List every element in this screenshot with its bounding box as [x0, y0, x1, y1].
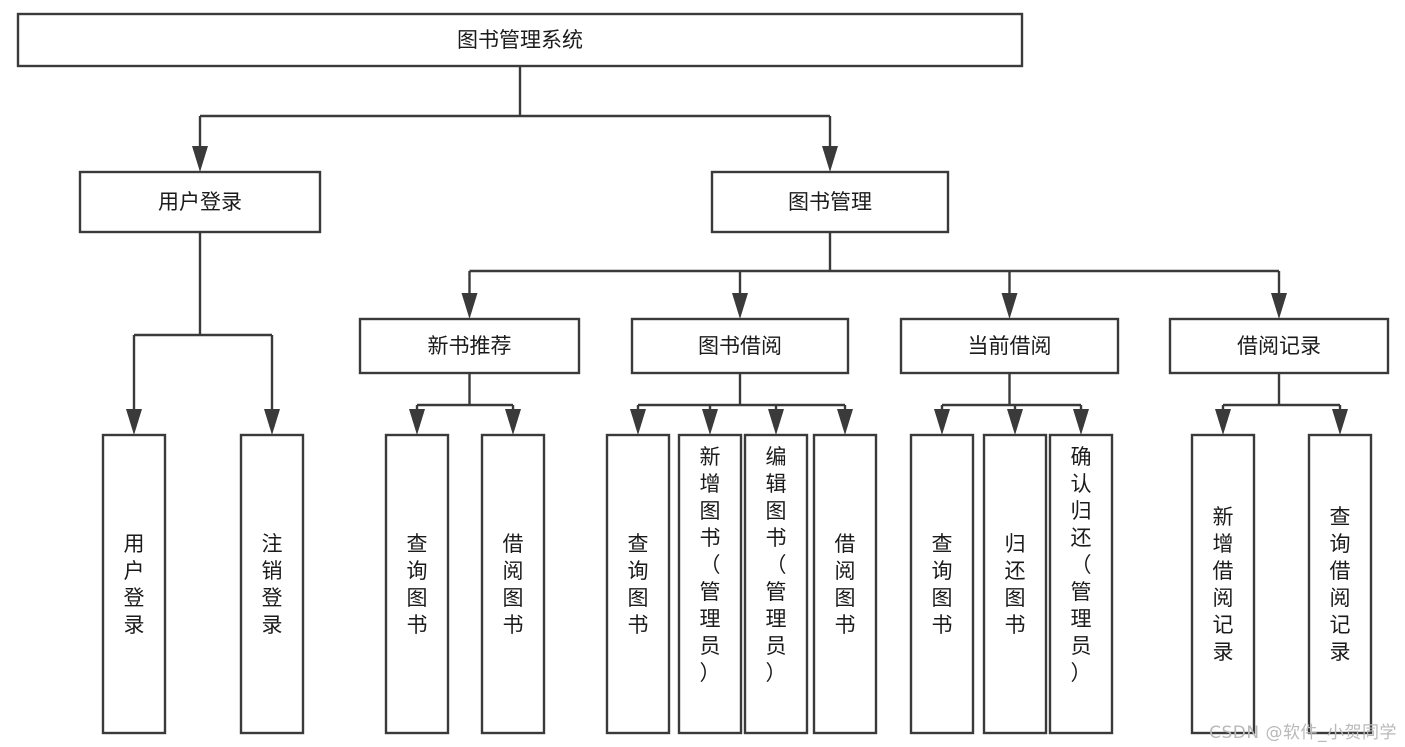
node-label: 图书借阅	[698, 334, 782, 358]
node-leaf-query-book-1[interactable]: 查询图书	[384, 433, 450, 735]
node-layer: 图书管理系统用户登录图书管理新书推荐图书借阅当前借阅借阅记录用户登录注销登录查询…	[16, 12, 1390, 735]
node-box[interactable]	[677, 433, 743, 735]
node-leaf-logout[interactable]: 注销登录	[239, 433, 305, 735]
node-label: 编辑图书（管理员）	[766, 445, 787, 685]
arrow-head-icon	[702, 409, 718, 435]
node-label: 借阅图书	[835, 532, 856, 637]
arrow-head-icon	[461, 293, 478, 319]
arrow-head-icon	[630, 409, 646, 435]
node-label: 归还图书	[1005, 532, 1026, 637]
node-label: 图书管理	[788, 190, 872, 214]
node-label: 用户登录	[158, 190, 242, 214]
node-box[interactable]	[743, 433, 809, 735]
node-label: 注销登录	[262, 532, 283, 637]
node-box[interactable]	[101, 433, 167, 735]
node-leaf-borrow-book-2[interactable]: 借阅图书	[812, 433, 878, 735]
node-label: 新增图书（管理员）	[700, 445, 721, 685]
node-label: 查询图书	[932, 532, 953, 637]
node-label: 确认归还（管理员）	[1071, 445, 1092, 685]
node-leaf-borrow-book-1[interactable]: 借阅图书	[480, 433, 546, 735]
arrow-head-icon	[837, 409, 853, 435]
arrow-head-icon	[822, 146, 838, 172]
node-leaf-query-record[interactable]: 查询借阅记录	[1307, 433, 1373, 735]
node-box[interactable]	[812, 433, 878, 735]
node-box[interactable]	[16, 12, 1024, 68]
node-label: 新增借阅记录	[1213, 505, 1234, 664]
node-label: 新书推荐	[428, 334, 512, 358]
arrow-head-icon	[1007, 409, 1023, 435]
node-leaf-add-record[interactable]: 新增借阅记录	[1190, 433, 1256, 735]
node-current-borrow[interactable]: 当前借阅	[899, 317, 1120, 375]
arrow-head-icon	[1215, 409, 1231, 435]
node-box[interactable]	[899, 317, 1120, 375]
node-box[interactable]	[384, 433, 450, 735]
node-leaf-return-book[interactable]: 归还图书	[982, 433, 1048, 735]
node-root[interactable]: 图书管理系统	[16, 12, 1024, 68]
arrow-head-icon	[732, 293, 748, 319]
node-box[interactable]	[710, 170, 950, 234]
csdn-watermark: CSDN @软件_小贺同学	[1209, 723, 1397, 743]
node-label: 借阅记录	[1237, 334, 1321, 358]
node-leaf-query-book-3[interactable]: 查询图书	[909, 433, 975, 735]
node-book-borrow[interactable]: 图书借阅	[630, 317, 850, 375]
node-label: 查询借阅记录	[1330, 505, 1351, 664]
arrow-head-icon	[1073, 409, 1089, 435]
node-book-manage[interactable]: 图书管理	[710, 170, 950, 234]
node-user-login[interactable]: 用户登录	[78, 170, 322, 234]
node-box[interactable]	[78, 170, 322, 234]
node-label: 当前借阅	[968, 334, 1052, 358]
node-box[interactable]	[982, 433, 1048, 735]
node-box[interactable]	[1190, 433, 1256, 735]
node-box[interactable]	[605, 433, 671, 735]
arrow-head-icon	[409, 409, 425, 435]
node-box[interactable]	[1307, 433, 1373, 735]
arrow-head-icon	[126, 409, 142, 435]
node-leaf-query-book-2[interactable]: 查询图书	[605, 433, 671, 735]
node-label: 查询图书	[407, 532, 428, 637]
arrow-head-icon	[505, 409, 521, 435]
connector-layer	[126, 66, 1348, 435]
arrow-head-icon	[1332, 409, 1348, 435]
arrow-head-icon	[768, 409, 784, 435]
node-label: 用户登录	[124, 532, 145, 637]
node-box[interactable]	[1048, 433, 1114, 735]
node-label: 查询图书	[628, 532, 649, 637]
arrow-head-icon	[1001, 293, 1018, 319]
node-borrow-record[interactable]: 借阅记录	[1168, 317, 1390, 375]
node-leaf-user-login[interactable]: 用户登录	[101, 433, 167, 735]
node-box[interactable]	[1168, 317, 1390, 375]
node-label: 图书管理系统	[457, 28, 583, 52]
node-leaf-add-book[interactable]: 新增图书（管理员）	[677, 433, 743, 735]
arrow-head-icon	[264, 409, 280, 435]
node-box[interactable]	[358, 317, 581, 375]
node-new-book-rec[interactable]: 新书推荐	[358, 317, 581, 375]
node-leaf-edit-book[interactable]: 编辑图书（管理员）	[743, 433, 809, 735]
arrow-head-icon	[1271, 293, 1287, 319]
node-box[interactable]	[239, 433, 305, 735]
node-leaf-confirm-return[interactable]: 确认归还（管理员）	[1048, 433, 1114, 735]
node-box[interactable]	[480, 433, 546, 735]
arrow-head-icon	[934, 409, 950, 435]
arrow-head-icon	[192, 146, 208, 172]
node-box[interactable]	[630, 317, 850, 375]
node-label: 借阅图书	[503, 532, 524, 637]
node-box[interactable]	[909, 433, 975, 735]
